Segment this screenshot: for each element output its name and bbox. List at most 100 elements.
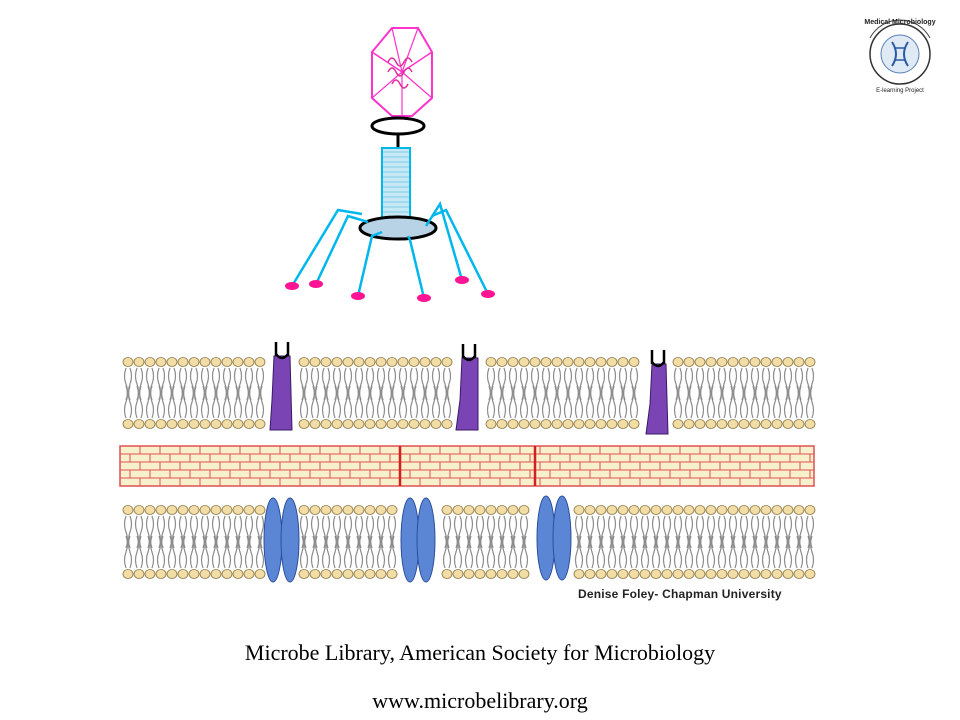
lipid-molecule xyxy=(166,385,178,429)
lipid-molecule xyxy=(375,505,387,549)
lipid-molecule xyxy=(606,505,618,549)
phage-capsid-head xyxy=(371,27,433,117)
lipid-molecule xyxy=(738,535,750,579)
lipid-molecule xyxy=(441,385,453,429)
lipid-molecule xyxy=(243,385,255,429)
lipid-molecule xyxy=(650,505,662,549)
lipid-molecule xyxy=(254,535,266,579)
lipid-molecule xyxy=(738,357,750,401)
lipid-molecule xyxy=(617,505,629,549)
lipid-molecule xyxy=(749,535,761,579)
lipid-molecule xyxy=(133,505,145,549)
lipid-molecule xyxy=(793,385,805,429)
lipid-molecule xyxy=(232,535,244,579)
receptor-protein xyxy=(269,342,293,431)
lipid-molecule xyxy=(661,505,673,549)
lipid-molecule xyxy=(485,385,497,429)
lipid-molecule xyxy=(309,357,321,401)
lipid-molecule xyxy=(518,505,530,549)
lipid-molecule xyxy=(463,535,475,579)
lipid-molecule xyxy=(177,535,189,579)
lipid-molecule xyxy=(309,535,321,579)
lipid-molecule xyxy=(639,505,651,549)
lipid-molecule xyxy=(375,535,387,579)
phage-tail-fibers xyxy=(290,200,490,299)
lipid-molecule xyxy=(144,505,156,549)
lipid-molecule xyxy=(595,505,607,549)
lipid-molecule xyxy=(771,385,783,429)
lipid-molecule xyxy=(540,385,552,429)
lipid-molecule xyxy=(177,505,189,549)
caption-source: Microbe Library, American Society for Mi… xyxy=(244,640,716,665)
lipid-molecule xyxy=(738,385,750,429)
svg-text:Medical Microbiology: Medical Microbiology xyxy=(864,19,935,26)
lipid-molecule xyxy=(188,385,200,429)
lipid-molecule xyxy=(309,505,321,549)
lipid-molecule xyxy=(430,357,442,401)
lipid-molecule xyxy=(166,535,178,579)
lipid-molecule xyxy=(133,385,145,429)
lipid-molecule xyxy=(760,357,772,401)
lipid-molecule xyxy=(551,385,563,429)
lipid-molecule xyxy=(221,385,233,429)
lipid-molecule xyxy=(122,385,134,429)
lipid-molecule xyxy=(496,535,508,579)
lipid-molecule xyxy=(452,535,464,579)
lipid-molecule xyxy=(243,535,255,579)
lipid-molecule xyxy=(375,357,387,401)
lipid-molecule xyxy=(188,505,200,549)
lipid-molecule xyxy=(760,385,772,429)
lipid-molecule xyxy=(496,385,508,429)
lipid-molecule xyxy=(749,505,761,549)
lipid-molecule xyxy=(694,385,706,429)
lipid-molecule xyxy=(375,385,387,429)
lipid-molecule xyxy=(232,505,244,549)
lipid-molecule xyxy=(210,505,222,549)
lipid-molecule xyxy=(584,505,596,549)
lipid-molecule xyxy=(441,535,453,579)
lipid-molecule xyxy=(716,505,728,549)
lipid-molecule xyxy=(364,505,376,549)
lipid-molecule xyxy=(474,505,486,549)
lipid-molecule xyxy=(573,357,585,401)
lipid-molecule xyxy=(309,385,321,429)
lipid-molecule xyxy=(166,505,178,549)
lipid-molecule xyxy=(573,535,585,579)
lipid-molecule xyxy=(155,535,167,579)
lipid-molecule xyxy=(749,385,761,429)
lipid-molecule xyxy=(639,535,651,579)
lipid-molecule xyxy=(584,385,596,429)
svg-text:E-learning Project: E-learning Project xyxy=(876,88,924,94)
phage-collar xyxy=(370,116,426,136)
lipid-molecule xyxy=(727,535,739,579)
lipid-molecule xyxy=(727,357,739,401)
lipid-molecule xyxy=(507,535,519,579)
peptidoglycan-layer xyxy=(119,445,815,487)
receptor-protein xyxy=(645,350,669,435)
lipid-molecule xyxy=(606,535,618,579)
lipid-molecule xyxy=(199,535,211,579)
lipid-molecule xyxy=(804,535,816,579)
caption-url[interactable]: www.microbelibrary.org xyxy=(372,688,588,713)
lipid-molecule xyxy=(595,385,607,429)
lipid-molecule xyxy=(320,535,332,579)
lipid-molecule xyxy=(397,385,409,429)
lipid-molecule xyxy=(386,357,398,401)
lipid-molecule xyxy=(606,385,618,429)
lipid-molecule xyxy=(430,385,442,429)
lipid-molecule xyxy=(199,385,211,429)
lipid-molecule xyxy=(716,385,728,429)
lipid-molecule xyxy=(485,535,497,579)
lipid-molecule xyxy=(793,535,805,579)
lipid-molecule xyxy=(254,385,266,429)
lipid-molecule xyxy=(386,385,398,429)
lipid-molecule xyxy=(353,505,365,549)
lipid-molecule xyxy=(705,385,717,429)
lipid-molecule xyxy=(364,535,376,579)
channel-protein xyxy=(263,497,300,583)
lipid-molecule xyxy=(705,535,717,579)
lipid-molecule xyxy=(463,505,475,549)
lipid-molecule xyxy=(804,385,816,429)
lipid-molecule xyxy=(188,535,200,579)
